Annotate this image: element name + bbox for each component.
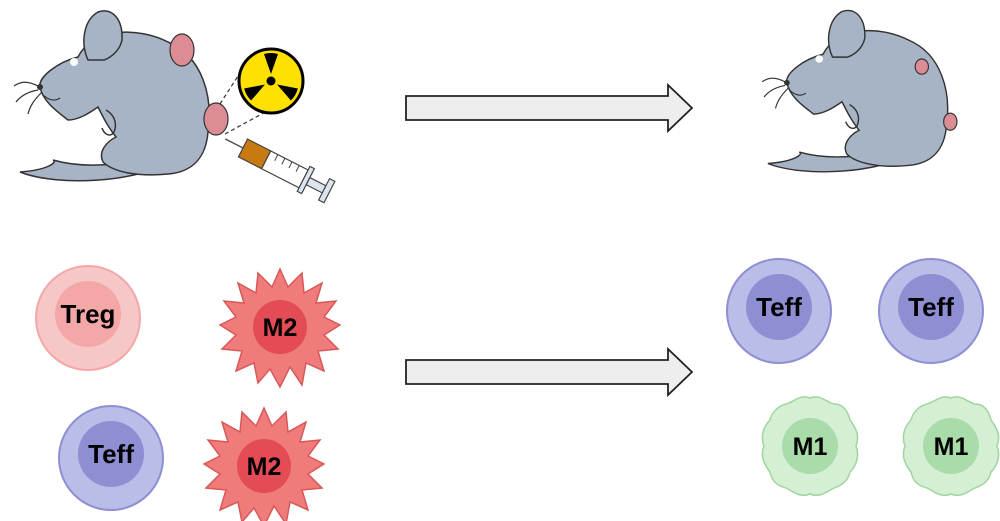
m1-label: M1 bbox=[934, 433, 969, 461]
tumor bbox=[914, 58, 930, 75]
teff-cell: Teff bbox=[726, 258, 832, 364]
right-arrow-icon bbox=[405, 346, 694, 398]
teff-label: Teff bbox=[756, 292, 802, 322]
syringe-icon bbox=[224, 138, 336, 204]
m1-macrophage: M1 bbox=[761, 396, 859, 497]
m2-label: M2 bbox=[263, 314, 298, 342]
treated-mouse bbox=[13, 10, 229, 182]
m2-label: M2 bbox=[247, 453, 282, 481]
recovered-mouse bbox=[761, 9, 958, 173]
teff-label: Teff bbox=[88, 439, 134, 469]
treg-cell: Treg bbox=[35, 265, 141, 371]
m2-macrophage: M2 bbox=[219, 268, 341, 388]
treg-label: Treg bbox=[61, 299, 116, 329]
tumor bbox=[943, 112, 958, 131]
tumor bbox=[203, 102, 229, 136]
teff-cell: Teff bbox=[58, 405, 164, 511]
radiation-icon bbox=[237, 47, 305, 115]
teff-label: Teff bbox=[908, 292, 954, 322]
m1-label: M1 bbox=[793, 433, 828, 461]
tumor bbox=[169, 33, 195, 67]
teff-cell: Teff bbox=[878, 258, 984, 364]
m2-macrophage: M2 bbox=[203, 407, 325, 521]
m1-macrophage: M1 bbox=[902, 396, 1000, 497]
right-arrow-icon bbox=[405, 82, 694, 134]
